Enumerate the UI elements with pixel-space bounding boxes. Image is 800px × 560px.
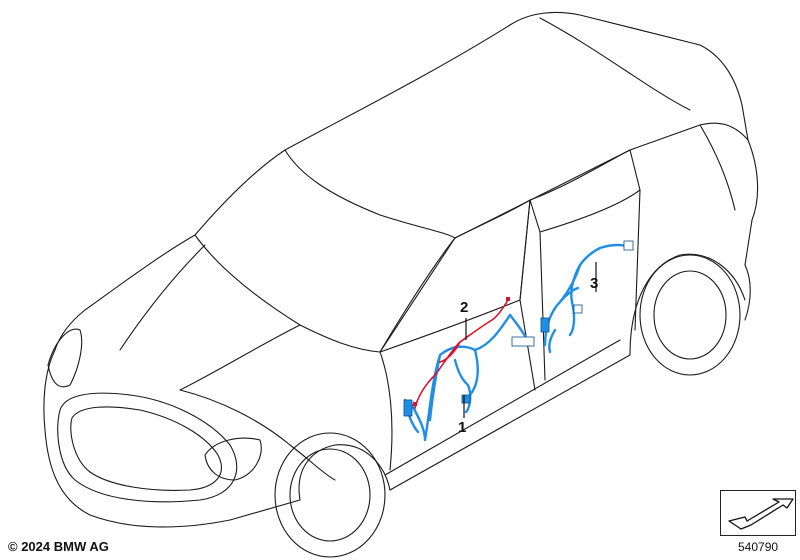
side-sill <box>389 354 631 491</box>
windshield-outline <box>194 149 381 353</box>
hood-side-edge <box>179 389 336 481</box>
car-body-outline <box>43 11 759 558</box>
hood-crease <box>119 244 206 351</box>
rear-wheel <box>639 254 741 376</box>
rear-pillar <box>744 139 759 266</box>
harness-front-door <box>403 313 535 442</box>
roof-front-edge <box>284 149 456 239</box>
front-wheel <box>274 432 386 558</box>
connector-red-1 <box>413 402 417 406</box>
side-sill-lower <box>384 339 621 476</box>
arrow-down-left-icon <box>728 498 794 530</box>
rear-bumper <box>744 264 751 321</box>
connector-red-2 <box>506 297 510 301</box>
front-wheel-arch <box>298 444 391 501</box>
connector-rear-1 <box>540 317 550 333</box>
rear-wheel-rim <box>653 270 727 360</box>
harness-rear-door <box>540 240 634 354</box>
a-pillar <box>379 237 456 353</box>
front-wheel-rim <box>289 448 371 542</box>
headlight-right <box>204 437 262 481</box>
harness-front-door-red <box>413 297 510 409</box>
copyright-text: © 2024 BMW AG <box>8 539 109 554</box>
roof-rear-edge <box>454 122 749 239</box>
headlight-left <box>47 328 83 388</box>
front-door-outline <box>379 299 536 471</box>
b-pillar <box>519 199 531 301</box>
view-nav-box[interactable] <box>720 490 796 536</box>
grille-inner <box>70 406 222 491</box>
connector-rear-3 <box>573 304 583 314</box>
roof-rail <box>539 17 691 111</box>
callout-3: 3 <box>590 262 598 292</box>
roof-outline <box>284 11 749 151</box>
callout-3-label: 3 <box>590 275 598 292</box>
callout-1: 1 <box>458 395 466 436</box>
diagram-id: 540790 <box>738 540 779 554</box>
front-side-window <box>379 199 531 353</box>
rear-window-edge <box>699 124 736 211</box>
front-bumper-outline <box>43 349 301 528</box>
hood-outline <box>54 234 196 351</box>
connector-front-1 <box>403 399 413 417</box>
rear-side-window <box>529 149 641 233</box>
callout-2: 2 <box>460 299 468 340</box>
rear-wheel-arch <box>629 253 746 356</box>
hood-front-line <box>179 324 301 391</box>
connector-front-3 <box>461 394 471 404</box>
callout-2-label: 2 <box>460 299 468 316</box>
connector-front-2 <box>511 336 535 347</box>
connector-rear-2 <box>623 240 634 251</box>
callout-1-label: 1 <box>458 419 466 436</box>
